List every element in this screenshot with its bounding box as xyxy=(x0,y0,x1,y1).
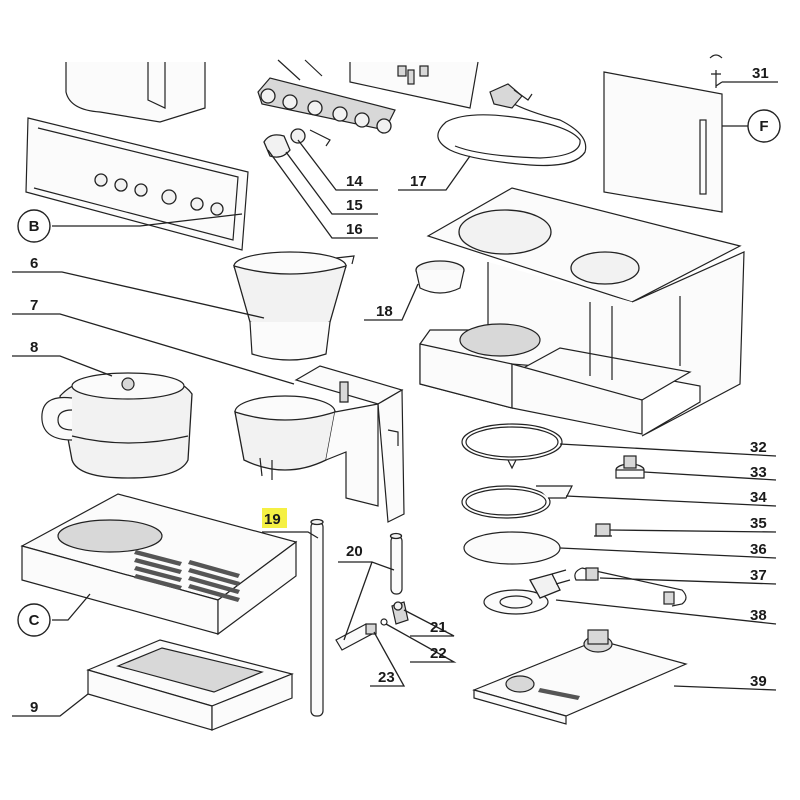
tube-20 xyxy=(335,532,403,651)
label-18: 18 xyxy=(376,303,393,320)
screw-31 xyxy=(709,54,723,88)
o-ring-22 xyxy=(380,618,388,626)
gasket-34 xyxy=(461,485,573,519)
base-housing xyxy=(419,187,745,437)
label-21: 21 xyxy=(430,619,447,636)
valve-33 xyxy=(615,455,645,479)
callout-labels: 6 7 8 9 14 15 16 17 18 19 20 21 22 23 31… xyxy=(30,65,769,716)
circle-label-c-text: C xyxy=(29,612,40,629)
drip-slots xyxy=(134,550,240,602)
label-7: 7 xyxy=(30,297,38,314)
label-15: 15 xyxy=(346,197,363,214)
circle-label-c: C xyxy=(17,603,51,637)
leader-lines xyxy=(12,81,778,717)
connector-23 xyxy=(365,623,377,635)
thermal-fuse-35 xyxy=(594,523,612,537)
label-31: 31 xyxy=(752,65,769,82)
label-23: 23 xyxy=(378,669,395,686)
heating-element-38 xyxy=(483,569,571,615)
label-33: 33 xyxy=(750,464,767,481)
label-6: 6 xyxy=(30,255,38,272)
filter-ring-18 xyxy=(415,260,465,294)
label-37: 37 xyxy=(750,567,767,584)
base-plate-39 xyxy=(472,629,688,725)
label-32: 32 xyxy=(750,439,767,456)
back-panel xyxy=(349,61,479,109)
drip-tray-cover xyxy=(20,493,298,636)
label-39: 39 xyxy=(750,673,767,690)
switch-board xyxy=(257,59,396,134)
label-36: 36 xyxy=(750,541,767,558)
label-22: 22 xyxy=(430,645,447,662)
label-35: 35 xyxy=(750,515,767,532)
label-38: 38 xyxy=(750,607,767,624)
label-9: 9 xyxy=(30,699,38,716)
carafe xyxy=(41,372,193,479)
label-16: 16 xyxy=(346,221,363,238)
filter-cone xyxy=(233,251,355,361)
filter-holder-tank xyxy=(234,365,405,523)
circle-label-b: B xyxy=(17,209,51,243)
label-17: 17 xyxy=(410,173,427,190)
label-8: 8 xyxy=(30,339,38,356)
circle-label-f: F xyxy=(747,109,781,143)
rear-cover-sheet xyxy=(603,71,723,213)
label-20: 20 xyxy=(346,543,363,560)
retaining-ring-32 xyxy=(461,423,563,470)
housing-fragment xyxy=(65,62,206,123)
label-19: 19 xyxy=(264,511,281,528)
elbow-fitting-21 xyxy=(391,601,409,625)
disc-36 xyxy=(463,531,561,565)
tube-19 xyxy=(310,518,324,717)
label-14: 14 xyxy=(346,173,363,190)
circle-label-b-text: B xyxy=(29,218,40,235)
highlight-box-19 xyxy=(262,508,287,528)
drip-tray-base xyxy=(86,639,294,731)
clip-37 xyxy=(574,567,687,607)
switch-knob xyxy=(263,128,331,158)
label-34: 34 xyxy=(750,489,767,506)
control-panel xyxy=(25,117,249,251)
power-cord xyxy=(437,83,587,167)
circle-label-f-text: F xyxy=(759,118,768,135)
